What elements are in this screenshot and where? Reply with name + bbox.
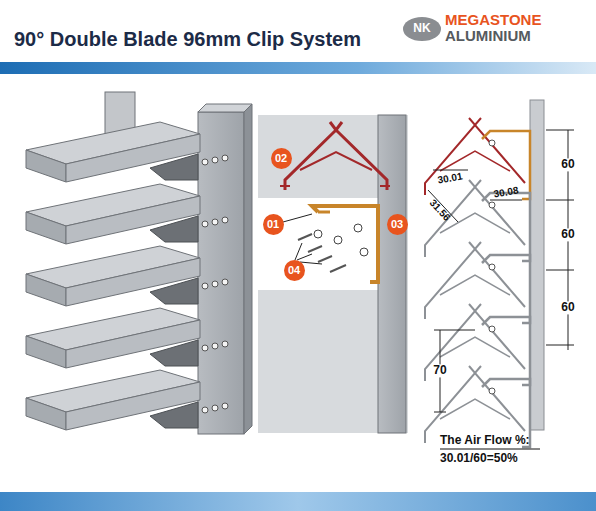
screw: [202, 221, 208, 227]
screw: [222, 217, 228, 223]
dimension: 60: [559, 158, 576, 171]
screw: [202, 345, 208, 351]
screw: [202, 407, 208, 413]
blade-side: [66, 320, 200, 368]
logo-mark: NK: [410, 17, 433, 40]
footer-bar: [0, 492, 596, 511]
callout-number: 01: [263, 214, 284, 235]
blade-front: [26, 274, 66, 306]
louver-3d-view: [26, 92, 252, 434]
screw: [212, 281, 218, 287]
screw: [489, 140, 495, 146]
blade-tip: [469, 118, 481, 125]
blade-web: [440, 399, 510, 419]
screw: [212, 157, 218, 163]
dimension: 30.08: [493, 184, 520, 199]
clip-profile: [482, 131, 530, 199]
exploded-view: [258, 115, 408, 433]
page-title: 90° Double Blade 96mm Clip System: [14, 28, 361, 50]
blade-profile: [425, 187, 525, 257]
clip-profile: [482, 317, 530, 385]
brand-name: MEGASTONE: [445, 12, 541, 29]
blade-side: [66, 258, 200, 306]
blade-clip: [150, 278, 198, 304]
node-text: 01: [267, 218, 279, 230]
screw: [202, 159, 208, 165]
screw: [222, 341, 228, 347]
callout-number: 02: [271, 148, 292, 169]
callout-number: 04: [284, 260, 305, 281]
blade-clip: [150, 154, 198, 180]
screw: [489, 202, 495, 208]
node-text: NK: [413, 22, 430, 35]
screw: [212, 405, 218, 411]
logo-oval: [403, 17, 441, 41]
node-text: 02: [275, 152, 287, 164]
dimension: 31.56: [427, 197, 452, 223]
blade-clip: [150, 402, 198, 428]
blade-tip: [469, 180, 481, 187]
blade-front: [26, 150, 66, 182]
blade-web: [440, 337, 510, 357]
screw: [202, 283, 208, 289]
blade-web: [440, 151, 510, 171]
clip-profile: [482, 255, 530, 323]
blade-clip: [150, 340, 198, 366]
blade-tip: [469, 366, 481, 373]
dimension: 70: [431, 364, 448, 377]
note: The Air Flow %:: [440, 434, 530, 447]
blade-web: [440, 275, 510, 295]
screw: [222, 403, 228, 409]
blade-front: [26, 212, 66, 244]
screw: [222, 279, 228, 285]
blade-profile: [425, 249, 525, 319]
screw: [489, 388, 495, 394]
blade-side: [66, 382, 200, 430]
header-bar: [0, 62, 596, 74]
screw: [212, 343, 218, 349]
blade-clip: [150, 216, 198, 242]
dimension: 60: [559, 301, 576, 314]
screw: [489, 326, 495, 332]
callout-number: 03: [387, 214, 408, 235]
blade-tip: [469, 242, 481, 249]
brand-name: ALUMINIUM: [445, 28, 531, 45]
blade-front: [26, 398, 66, 430]
blade-front: [26, 336, 66, 368]
blade-side: [66, 196, 200, 244]
section-view: [425, 100, 574, 449]
blade-side: [66, 134, 200, 182]
screw: [222, 155, 228, 161]
screw: [212, 219, 218, 225]
blade-tip: [469, 304, 481, 311]
clip-profile: [482, 193, 530, 261]
node-text: 03: [391, 218, 403, 230]
dimension: 60: [559, 228, 576, 241]
dimension: 30.01: [437, 170, 464, 185]
node-text: 04: [288, 264, 300, 276]
screw: [489, 264, 495, 270]
blade-profile: [425, 125, 525, 195]
note: 30.01/60=50%: [440, 452, 518, 465]
